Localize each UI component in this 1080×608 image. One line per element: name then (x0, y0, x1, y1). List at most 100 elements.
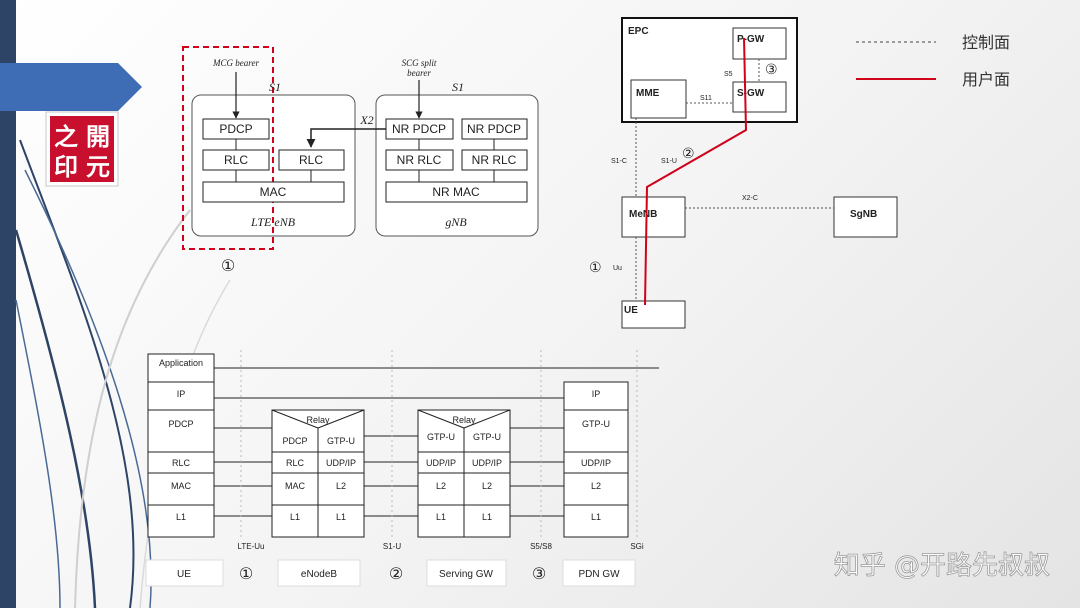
sgw-l1-left: L1 (436, 512, 446, 522)
header-arrow-shape (0, 63, 142, 111)
s5-label: S5 (724, 71, 733, 78)
marker-1-epc: ① (589, 260, 602, 276)
node-serving-gw-label: Serving GW (439, 569, 493, 580)
x2-label: X2 (359, 113, 373, 127)
split-bearer-diagram: MCG bearer SCG split bearer S1 S1 X2 PDC… (182, 46, 539, 275)
enb-mac: MAC (285, 481, 306, 491)
lte-rlc-split-text: RLC (299, 153, 323, 167)
s1c-label: S1-C (611, 158, 627, 165)
node-ue-label: UE (177, 569, 191, 580)
sgw-label: S-GW (737, 88, 765, 99)
s11-label: S11 (700, 95, 712, 102)
seal-char-2: 開 (86, 123, 110, 151)
s1u-label: S1-U (661, 158, 677, 165)
epc-architecture: EPC P-GW S-GW MME S11 S5 ③ MeNB SgNB UE … (589, 17, 898, 329)
node-ue (145, 559, 224, 587)
nr-pdcp-1-text: NR PDCP (392, 122, 446, 136)
ue-stack (147, 353, 215, 538)
node-enodeb (277, 559, 361, 587)
s1-label-gnb: S1 (452, 80, 464, 94)
ue-layer-ip: IP (177, 389, 186, 399)
sgnb-label: SgNB (850, 209, 877, 220)
nr-rlc-1-text: NR RLC (397, 153, 442, 167)
pgw-udpip: UDP/IP (581, 458, 611, 468)
sgw-box (732, 81, 787, 113)
protocol-stack: Application IP PDCP RLC MAC L1 Relay PDC… (145, 350, 659, 587)
gnb-label: gNB (445, 215, 467, 229)
sgnb-box (833, 196, 898, 238)
pgw-ip: IP (592, 389, 601, 399)
decorative-sidebar (0, 0, 231, 608)
iface-lte-uu: LTE-Uu (238, 542, 265, 551)
ue-layer-l1: L1 (176, 512, 186, 522)
lte-pdcp-text: PDCP (219, 122, 252, 136)
stack-marker-3: ③ (532, 564, 546, 583)
pgw-box (732, 27, 787, 60)
sgw-l2-left: L2 (436, 481, 446, 491)
iface-sgi: SGi (630, 542, 644, 551)
enb-rlc: RLC (286, 458, 305, 468)
scg-split-label-2: bearer (407, 68, 431, 78)
marker-3-epc: ③ (765, 62, 778, 78)
node-pdn-gw (562, 559, 636, 587)
node-serving-gw (426, 559, 507, 587)
user-plane-path (644, 37, 748, 306)
ue-layer-pdcp: PDCP (168, 419, 193, 429)
ue-layer-application: Application (159, 358, 203, 368)
seal-char-4: 元 (86, 153, 110, 181)
sgw-udpip-right: UDP/IP (472, 458, 502, 468)
legend-user-label: 用户面 (962, 70, 1010, 89)
ue-layer-mac: MAC (171, 481, 192, 491)
nr-rlc-2-text: NR RLC (472, 153, 517, 167)
enb-l1-right: L1 (336, 512, 346, 522)
lte-mac-text: MAC (260, 185, 287, 199)
enb-relay: Relay (306, 415, 330, 425)
mme-label: MME (636, 88, 660, 99)
node-enodeb-label: eNodeB (301, 569, 337, 580)
nr-mac (385, 181, 528, 203)
x2-split-arrow (306, 128, 386, 148)
stack-marker-2: ② (389, 564, 403, 583)
legend-control-label: 控制面 (962, 33, 1010, 52)
seal-char-1: 之 (54, 123, 78, 151)
sgw-l1-right: L1 (482, 512, 492, 522)
ue-layer-rlc: RLC (172, 458, 191, 468)
pgw-l2: L2 (591, 481, 601, 491)
ue-box (621, 300, 686, 329)
ue-label: UE (624, 305, 638, 316)
sgw-relay: Relay (452, 415, 476, 425)
pgw-label: P-GW (737, 34, 765, 45)
iface-s1u: S1-U (383, 542, 401, 551)
s1-label-lte: S1 (269, 80, 281, 94)
sgw-udpip-left: UDP/IP (426, 458, 456, 468)
iface-s5s8: S5/S8 (530, 542, 552, 551)
pgw-l1: L1 (591, 512, 601, 522)
node-pdn-gw-label: PDN GW (578, 569, 620, 580)
sgw-gtpu-left: GTP-U (427, 432, 455, 442)
enb-gtpu: GTP-U (327, 436, 355, 446)
lte-enb-label: LTE eNB (250, 215, 296, 229)
menb-box (621, 196, 686, 238)
marker-2-epc: ② (682, 146, 695, 162)
mme-box (630, 79, 687, 119)
nr-pdcp-2-text: NR PDCP (467, 122, 521, 136)
enb-l2: L2 (336, 481, 346, 491)
seal-char-3: 印 (54, 153, 78, 181)
stack-marker-1: ① (239, 564, 253, 583)
uu-label: Uu (613, 265, 622, 272)
pgw-gtpu: GTP-U (582, 419, 610, 429)
mcg-dashed-outline (182, 46, 274, 250)
lte-rlc-text: RLC (224, 153, 248, 167)
enb-pdcp: PDCP (282, 436, 307, 446)
sgw-gtpu-right: GTP-U (473, 432, 501, 442)
x2c-label: X2-C (742, 195, 758, 202)
menb-label: MeNB (629, 209, 657, 220)
enb-l1-left: L1 (290, 512, 300, 522)
legend: 控制面 用户面 (856, 33, 1010, 89)
pgw-stack (563, 381, 629, 538)
lte-mac (202, 181, 345, 203)
mcg-bearer-label: MCG bearer (212, 58, 259, 68)
watermark: 知乎 @开路先叔叔 (834, 551, 1050, 581)
seal-logo: 之 開 印 元 (45, 111, 119, 187)
